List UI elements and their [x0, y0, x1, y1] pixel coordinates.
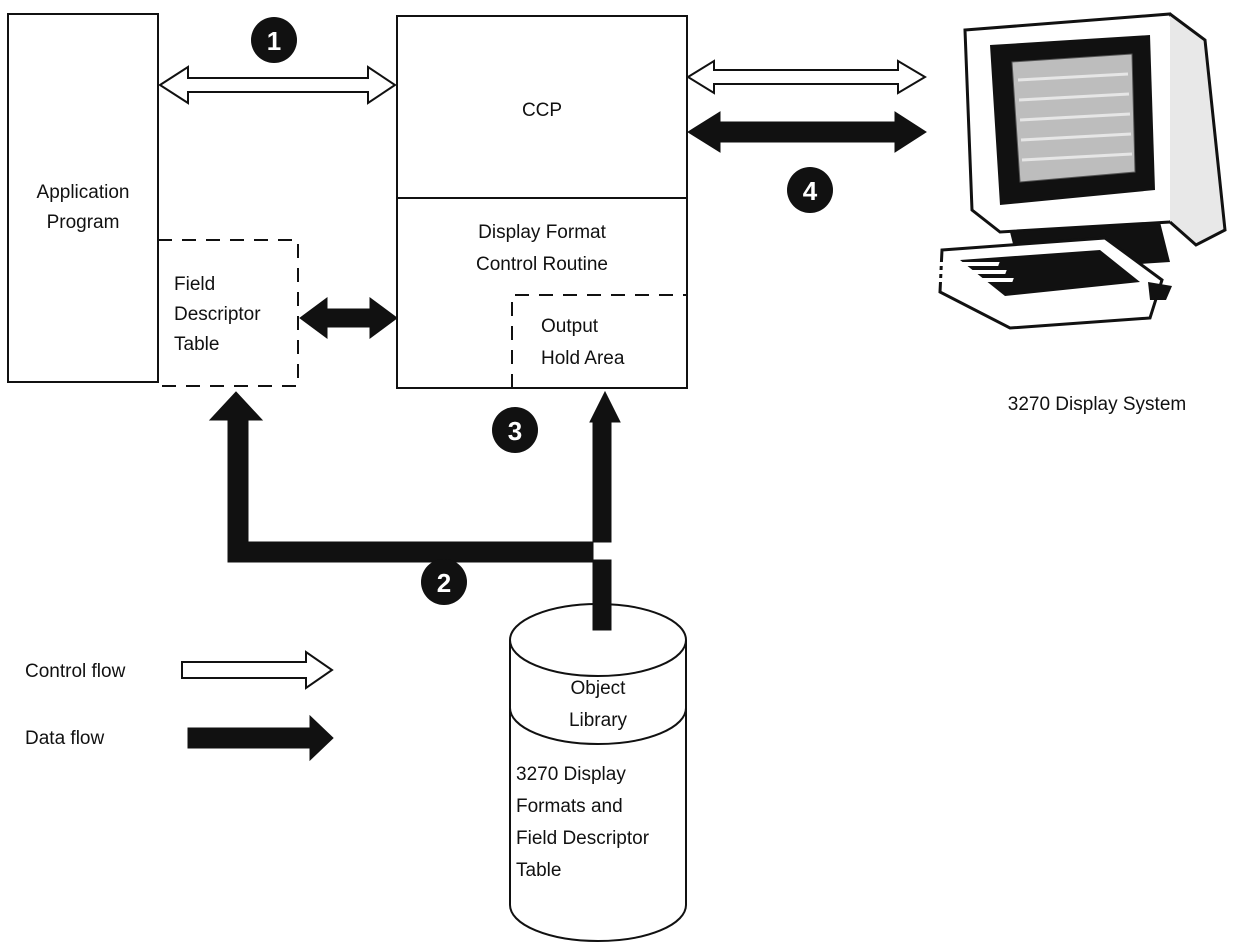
- ccp-label: CCP: [522, 100, 562, 121]
- control-flow-arrow-ccp-terminal: [686, 59, 927, 95]
- library-contents-label-2: Formats and: [516, 796, 623, 817]
- control-flow-arrow-app-ccp: [158, 65, 397, 105]
- step-marker-3: 3: [492, 407, 538, 453]
- field-descriptor-table-area: Field Descriptor Table: [158, 239, 299, 387]
- svg-text:2: 2: [437, 568, 451, 598]
- step-marker-1: 1: [251, 17, 297, 63]
- step-marker-2: 2: [421, 559, 467, 605]
- object-library-cylinder: Object Library 3270 Display Formats and …: [509, 599, 687, 942]
- data-flow-arrow-library-branches: [208, 390, 621, 630]
- application-program-box: Application Program: [7, 13, 159, 383]
- svg-text:3: 3: [508, 416, 522, 446]
- dfcr-label-2: Control Routine: [476, 254, 608, 275]
- legend-data-flow-arrow: [187, 714, 334, 762]
- step-marker-4: 4: [787, 167, 833, 213]
- field-descriptor-label-3: Table: [174, 334, 219, 355]
- legend-data-flow-label: Data flow: [25, 728, 104, 749]
- computer-terminal-icon: [878, 12, 1227, 330]
- legend-control-flow-arrow: [181, 650, 334, 690]
- display-format-control-routine: Display Format Control Routine: [476, 222, 608, 275]
- library-contents-label-1: 3270 Display: [516, 764, 626, 785]
- field-descriptor-label-2: Descriptor: [174, 304, 261, 325]
- terminal-label: 3270 Display System: [1008, 394, 1186, 415]
- svg-text:4: 4: [803, 176, 818, 206]
- output-hold-label-2: Hold Area: [541, 348, 625, 369]
- object-library-label-2: Library: [569, 710, 628, 731]
- application-program-label-2: Program: [47, 212, 120, 233]
- field-descriptor-label-1: Field: [174, 274, 215, 295]
- object-library-label-1: Object: [571, 678, 627, 699]
- legend-control-flow-label: Control flow: [25, 661, 126, 682]
- dfcr-label-1: Display Format: [478, 222, 606, 243]
- legend: Control flow Data flow: [25, 650, 334, 762]
- svg-text:1: 1: [267, 26, 281, 56]
- output-hold-area: Output Hold Area: [511, 294, 687, 388]
- library-contents-label-3: Field Descriptor: [516, 828, 650, 849]
- library-contents-label-4: Table: [516, 860, 561, 881]
- output-hold-label-1: Output: [541, 316, 599, 337]
- data-flow-arrow-fdt-dfcr: [299, 297, 398, 339]
- ccp-box: CCP: [396, 15, 688, 389]
- application-program-label-1: Application: [37, 182, 130, 203]
- data-flow-arrow-ccp-terminal: [687, 111, 927, 153]
